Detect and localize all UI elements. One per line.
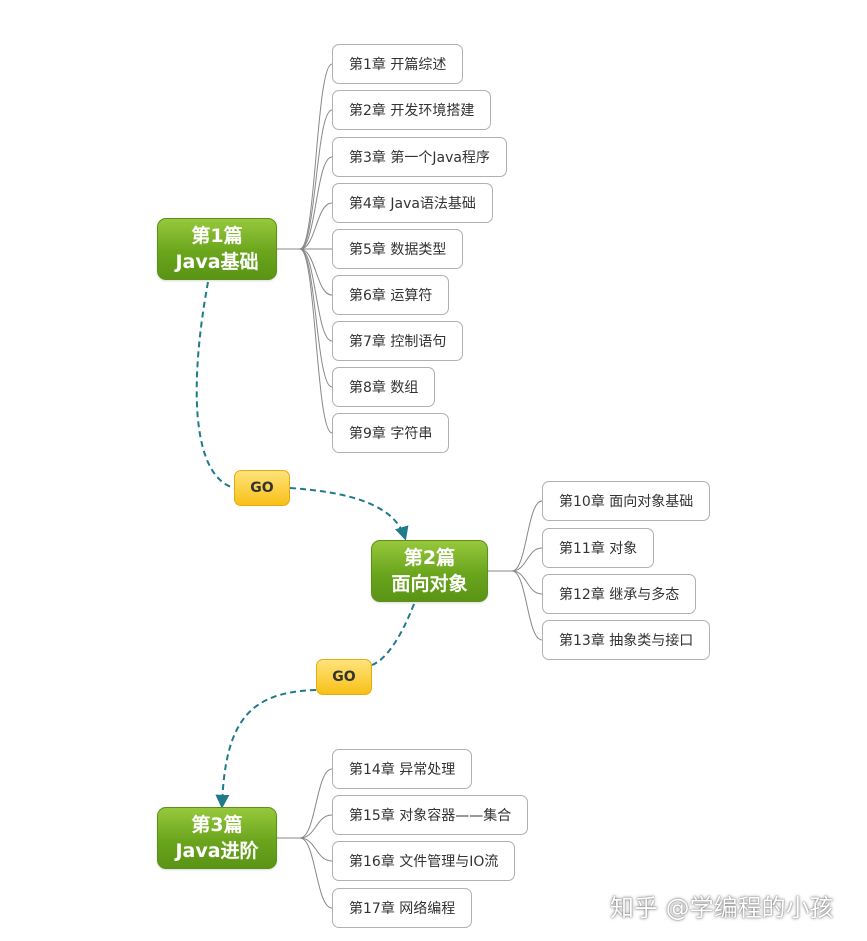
- go-connector-1b: [289, 487, 409, 541]
- chapter-box: 第5章 数据类型: [332, 229, 464, 269]
- go-badge: GO: [234, 470, 290, 506]
- branch-line: [299, 156, 333, 250]
- part-subtitle: 面向对象: [391, 573, 468, 595]
- go-badge: GO: [316, 659, 372, 695]
- branch-line: [299, 248, 333, 434]
- part-title: 第3篇: [191, 814, 243, 836]
- chapter-box: 第16章 文件管理与IO流: [332, 841, 516, 881]
- branch-line: [299, 837, 333, 909]
- branch-line: [299, 248, 333, 342]
- go-connector-2a: [371, 603, 415, 666]
- chapter-box: 第1章 开篇综述: [332, 44, 464, 84]
- chapter-box: 第10章 面向对象基础: [542, 481, 711, 521]
- chapter-box: 第2章 开发环境搭建: [332, 90, 492, 130]
- chapter-box: 第8章 数组: [332, 367, 436, 407]
- chapter-box: 第17章 网络编程: [332, 888, 473, 928]
- chapter-box: 第4章 Java语法基础: [332, 183, 493, 223]
- part1-branches: [276, 63, 333, 434]
- branch-line: [511, 570, 543, 641]
- watermark: 知乎 @学编程的小孩: [610, 894, 834, 922]
- part-node-2: 第2篇 面向对象: [371, 540, 488, 602]
- part-title: 第2篇: [403, 547, 456, 569]
- branch-line: [488, 500, 543, 572]
- part-node-3: 第3篇 Java进阶: [157, 807, 277, 869]
- chapter-box: 第14章 异常处理: [332, 749, 473, 789]
- chapter-box: 第15章 对象容器——集合: [332, 795, 529, 835]
- branch-line: [511, 547, 543, 572]
- branch-line: [299, 202, 333, 250]
- part-title: 第1篇: [191, 225, 243, 247]
- chapter-box: 第11章 对象: [542, 528, 655, 568]
- branch-line: [276, 63, 333, 250]
- chapter-box: 第7章 控制语句: [332, 321, 464, 361]
- branch-line: [299, 109, 333, 250]
- chapter-box: 第12章 继承与多态: [542, 574, 697, 614]
- branch-line: [299, 248, 333, 296]
- branch-line: [299, 837, 333, 862]
- part3-branches: [276, 768, 333, 909]
- branch-line: [299, 248, 333, 388]
- part-subtitle: Java进阶: [175, 840, 259, 862]
- branch-line: [276, 768, 333, 839]
- go-connector-2b: [215, 689, 317, 809]
- chapter-box: 第9章 字符串: [332, 413, 450, 453]
- part-node-1: 第1篇 Java基础: [157, 218, 277, 280]
- go-connector-1a: [195, 281, 235, 489]
- branch-line: [511, 570, 543, 595]
- part-subtitle: Java基础: [175, 251, 259, 273]
- branch-line: [299, 814, 333, 839]
- part2-branches: [488, 500, 543, 641]
- chapter-box: 第3章 第一个Java程序: [332, 137, 507, 177]
- chapter-box: 第6章 运算符: [332, 275, 450, 315]
- chapter-box: 第13章 抽象类与接口: [542, 620, 711, 660]
